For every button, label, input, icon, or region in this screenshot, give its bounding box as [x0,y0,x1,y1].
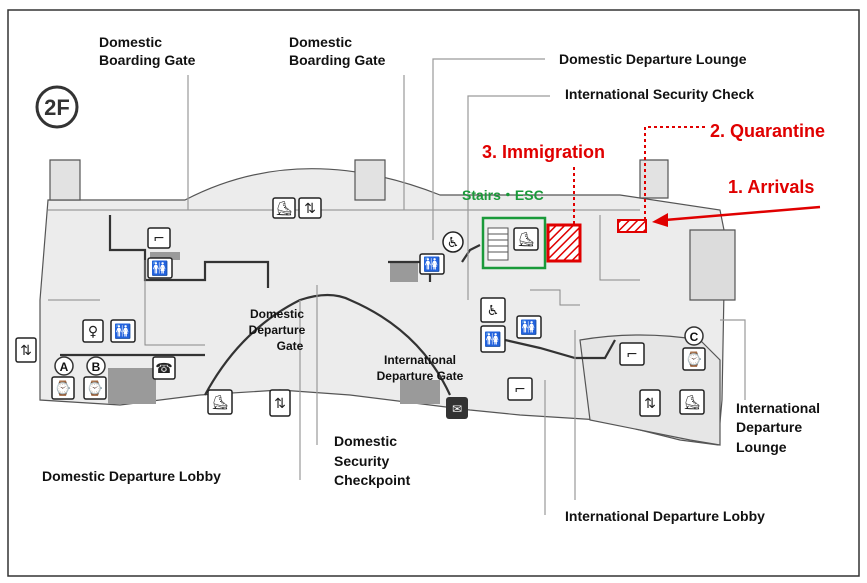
svg-text:⇅: ⇅ [644,396,656,412]
svg-text:♿: ♿ [447,235,460,251]
svg-text:⌐: ⌐ [626,347,638,363]
domestic-boarding-gate-1-line2: Boarding Gate [99,52,196,68]
international-lounge-line3: Lounge [736,439,787,455]
svg-text:B: B [92,360,101,374]
svg-text:⌚: ⌚ [86,380,103,397]
arrivals-arrow [664,205,821,222]
leader-lines [187,58,746,515]
escalator-icon: ⌐ [619,342,645,366]
domestic-security-line1: Domestic [334,433,397,449]
quarantine-leader [644,126,705,222]
international-lounge-line2: Departure [736,419,802,435]
svg-text:⛸: ⛸ [275,201,293,217]
domestic-security-line3: Checkpoint [334,472,411,488]
lounge-icon: ⌚ [83,376,107,400]
restroom-icon: 🚻 [147,257,173,279]
restroom-icon: 🚻 [516,315,542,339]
domestic-departure-gate-line1: Domestic [250,307,304,321]
interior-lines [48,209,640,346]
international-departure-gate-line2: Departure Gate [377,369,464,383]
route-markers [546,126,821,263]
domestic-boarding-gate-1-line1: Domestic [99,34,162,50]
floor-label: 2F [44,95,70,120]
restroom-icon: 🚻 [480,325,506,353]
svg-text:🚻: 🚻 [151,260,168,277]
step-immigration-label: 3. Immigration [482,142,605,162]
svg-text:⌐: ⌐ [153,231,165,247]
international-departure-lobby-label: International Departure Lobby [565,508,765,524]
domestic-boarding-gate-2-line2: Boarding Gate [289,52,386,68]
accessible-icon: ♿ [442,231,464,253]
svg-text:⇅: ⇅ [274,396,286,412]
step-quarantine-label: 2. Quarantine [710,121,825,141]
pictograms: ⛸ ⇅ ⌐ 🚻 ♿ 🚻 ⛸ ♿ 🚻 🚻 ⌐ ⌐ ⇅ ⛸ ⌚ ✉ ☎ ⛸ ⇅ ⇅ … [15,197,706,419]
svg-text:☎: ☎ [155,361,172,377]
floor-badge: 2F [35,85,79,129]
domestic-departure-gate-line2: Departure [249,323,306,337]
restroom-icon: 🚻 [419,253,445,275]
domestic-departure-lobby-label: Domestic Departure Lobby [42,468,221,484]
escalator-icon: ⌐ [147,227,171,249]
domestic-departure-lounge-label: Domestic Departure Lounge [559,51,747,67]
escalator-icon: ⛸ [513,227,539,251]
svg-text:🚻: 🚻 [484,331,501,348]
route-step-labels: 1. Arrivals 2. Quarantine 3. Immigration… [462,121,825,203]
elevator-icon: ⇅ [269,389,291,417]
svg-text:⛸: ⛸ [683,395,701,411]
shop-icon: ✉ [446,397,468,419]
svg-text:⌐: ⌐ [514,382,526,398]
svg-text:⛸: ⛸ [517,232,535,248]
domestic-security-line2: Security [334,453,389,469]
restroom-icon: ♀ [82,319,104,343]
svg-text:♀: ♀ [88,324,98,340]
svg-text:✉: ✉ [452,402,462,416]
elevator-icon: ⇅ [298,197,322,219]
quarantine-area [617,219,647,233]
svg-text:C: C [690,330,699,344]
marker-c: C [684,326,704,346]
phone-icon: ☎ [152,356,176,380]
svg-text:⇅: ⇅ [304,201,316,217]
escalator-icon: ⌐ [507,377,533,401]
accessible-icon: ♿ [480,297,506,323]
svg-text:🚻: 🚻 [520,319,537,336]
elevator-icon: ⇅ [639,389,661,417]
stairs-esc-box [481,216,547,270]
map-border [7,9,860,577]
international-lounge-line1: International [736,400,820,416]
lounge-icon: ⌚ [51,376,75,400]
restroom-icon: 🚻 [110,319,136,343]
marker-a: A [54,356,74,376]
escalator-icon: ⛸ [272,197,296,219]
svg-text:⛸: ⛸ [211,395,229,411]
svg-text:🚻: 🚻 [423,256,440,273]
svg-text:⇅: ⇅ [20,343,32,359]
international-departure-gate-line1: International [384,353,456,367]
svg-text:🚻: 🚻 [114,323,131,340]
step-arrivals-label: 1. Arrivals [728,177,814,197]
svg-text:⌚: ⌚ [54,380,71,397]
escalator-icon: ⛸ [679,389,705,415]
svg-text:A: A [60,360,69,374]
svg-text:♿: ♿ [487,303,500,319]
stairs-icon [487,227,509,261]
domestic-boarding-gate-2-line1: Domestic [289,34,352,50]
lounge-icon: ⌚ [682,347,706,371]
domestic-departure-gate-line3: Gate [277,339,304,353]
escalator-icon: ⛸ [207,389,233,415]
stairs-esc-label: Stairs・ESC [462,187,544,203]
elevator-icon: ⇅ [15,337,37,363]
international-security-check-label: International Security Check [565,86,754,102]
marker-b: B [86,356,106,376]
dark-blocks [108,252,440,404]
area-labels: Domestic Boarding Gate Domestic Boarding… [42,34,820,524]
svg-text:⌚: ⌚ [685,351,702,368]
